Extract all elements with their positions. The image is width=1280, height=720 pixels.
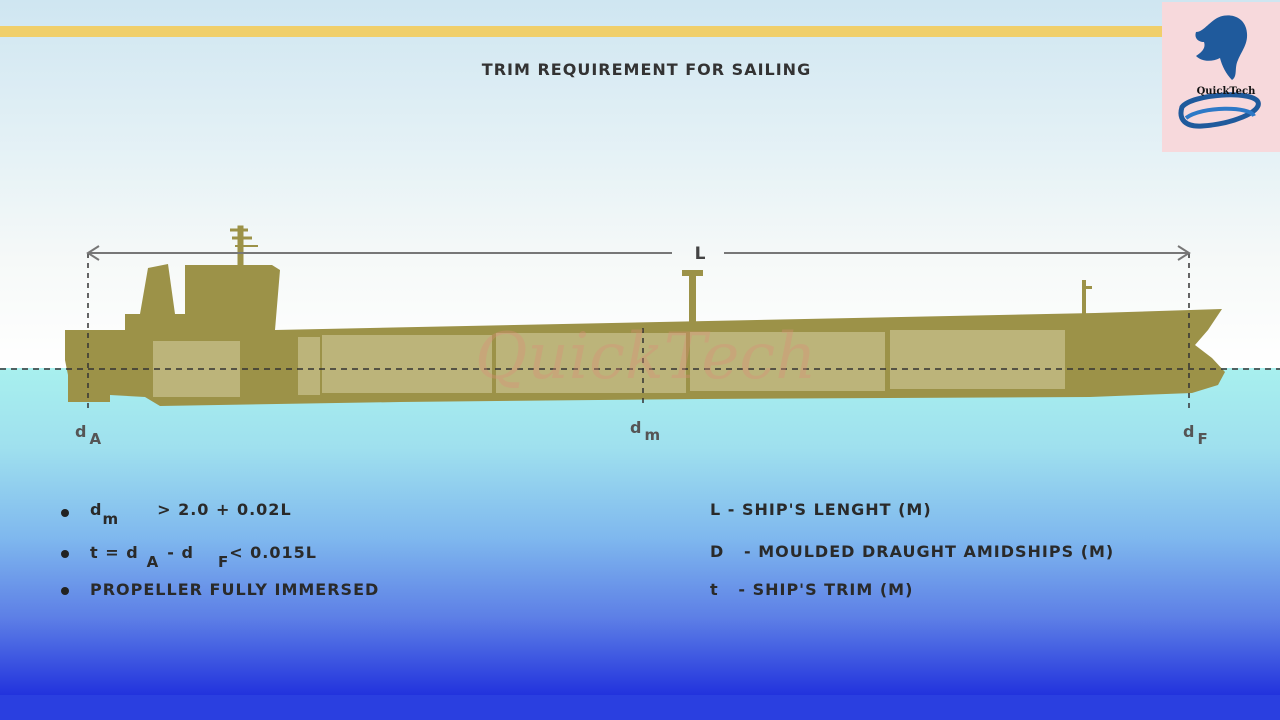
legend-draught: D - MOULDED DRAUGHT AMIDSHIPS (M) bbox=[710, 542, 1115, 561]
requirement-draught: dm > 2.0 + 0.02L bbox=[90, 500, 292, 528]
logo-text: QuickTech bbox=[1197, 86, 1257, 97]
hold-panel bbox=[298, 337, 320, 395]
req2-sub2: F bbox=[217, 553, 230, 571]
req1-base: d bbox=[90, 500, 103, 519]
req2-part3: < 0.015L bbox=[229, 543, 317, 562]
req2-part2: - d bbox=[167, 543, 194, 562]
aft-mast bbox=[230, 225, 258, 267]
aft-draught-base: d bbox=[75, 422, 87, 441]
top-stripe bbox=[0, 26, 1162, 37]
watermark-text: QuickTech bbox=[475, 320, 817, 394]
fwd-draught-base: d bbox=[1183, 422, 1195, 441]
aft-draught-sub: A bbox=[89, 430, 102, 448]
hold-panel bbox=[690, 332, 885, 391]
fwd-draught-sub: F bbox=[1197, 430, 1208, 448]
req1-rest: > 2.0 + 0.02L bbox=[157, 500, 292, 519]
sea-background bbox=[0, 368, 1280, 695]
lion-logo-icon: QuickTech bbox=[1178, 15, 1261, 129]
hold-panel bbox=[322, 335, 492, 393]
req2-part1: t = d bbox=[90, 543, 139, 562]
requirement-trim: t = d A - d F< 0.015L bbox=[90, 543, 317, 571]
fore-mast bbox=[1082, 280, 1092, 316]
req2-sub1: A bbox=[146, 553, 160, 571]
bottom-bar bbox=[0, 695, 1280, 720]
ship-diagram: L bbox=[0, 225, 1280, 408]
legend-length: L - SHIP'S LENGHT (M) bbox=[710, 500, 932, 519]
bullet-icon bbox=[61, 509, 69, 517]
bullet-icon bbox=[61, 550, 69, 558]
bullet-icon bbox=[61, 587, 69, 595]
diagram-title: TRIM REQUIREMENT FOR SAILING bbox=[481, 60, 812, 79]
requirement-propeller: PROPELLER FULLY IMMERSED bbox=[90, 580, 380, 599]
midship-mast bbox=[682, 270, 703, 324]
mid-draught-sub: m bbox=[644, 426, 661, 444]
arrowhead-right bbox=[1177, 245, 1191, 261]
hold-panel bbox=[496, 333, 686, 393]
req1-sub: m bbox=[102, 510, 120, 528]
length-label: L bbox=[695, 244, 706, 264]
mid-draught-base: d bbox=[630, 418, 642, 437]
hold-panel bbox=[890, 330, 1065, 389]
legend-trim: t - SHIP'S TRIM (M) bbox=[710, 580, 914, 599]
arrowhead-left bbox=[86, 245, 100, 261]
quicktech-logo: QuickTech bbox=[1162, 2, 1280, 152]
propeller bbox=[106, 372, 118, 394]
